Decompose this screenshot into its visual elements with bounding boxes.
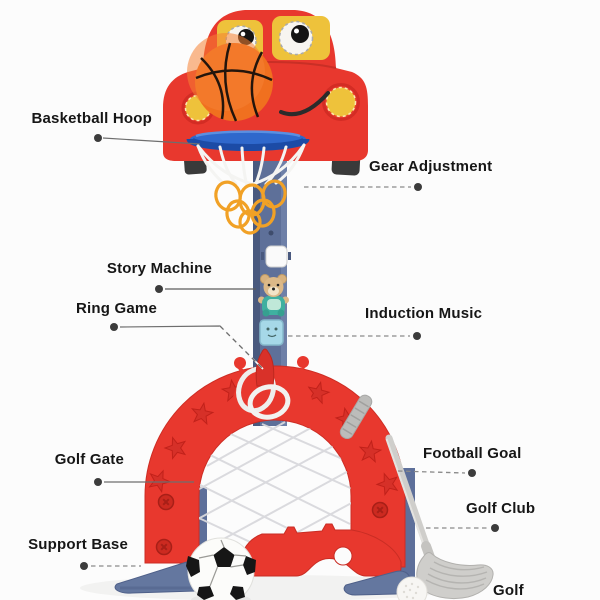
story-machine-button	[261, 245, 291, 268]
label-gear-adjustment: Gear Adjustment	[369, 158, 493, 175]
white-ring	[247, 384, 291, 420]
leader-dot	[94, 478, 102, 486]
label-golf: Golf	[493, 582, 524, 599]
label-ring-game: Ring Game	[76, 300, 157, 317]
leader-dot	[468, 469, 476, 477]
basketball	[187, 33, 273, 122]
soccer-ball	[186, 537, 256, 600]
car-headlight-right	[322, 83, 360, 121]
label-golf-gate: Golf Gate	[54, 451, 124, 468]
leader-dot	[414, 183, 422, 191]
leader-dot	[94, 134, 102, 142]
gate-crossbar	[239, 523, 402, 577]
label-golf-club: Golf Club	[466, 500, 536, 517]
leader-dot	[80, 562, 88, 570]
label-story-machine: Story Machine	[106, 260, 212, 277]
golf-ball	[396, 576, 428, 600]
car-smile	[279, 91, 330, 117]
basketball-hoop-rim	[186, 130, 310, 151]
label-football-goal: Football Goal	[423, 445, 522, 462]
leader-dot	[110, 323, 118, 331]
basketball-net	[196, 143, 306, 235]
ring-game-peg	[230, 348, 314, 420]
label-support-base: Support Base	[28, 536, 128, 553]
label-induction-music: Induction Music	[365, 305, 483, 322]
leader-dot	[413, 332, 421, 340]
leader-dot	[491, 524, 499, 532]
induction-music-button	[259, 319, 284, 346]
label-basketball-hoop: Basketball Hoop	[31, 110, 152, 127]
leader-dot	[155, 285, 163, 293]
car-eye-right	[278, 20, 314, 56]
teddy-bear-figure	[258, 274, 289, 317]
